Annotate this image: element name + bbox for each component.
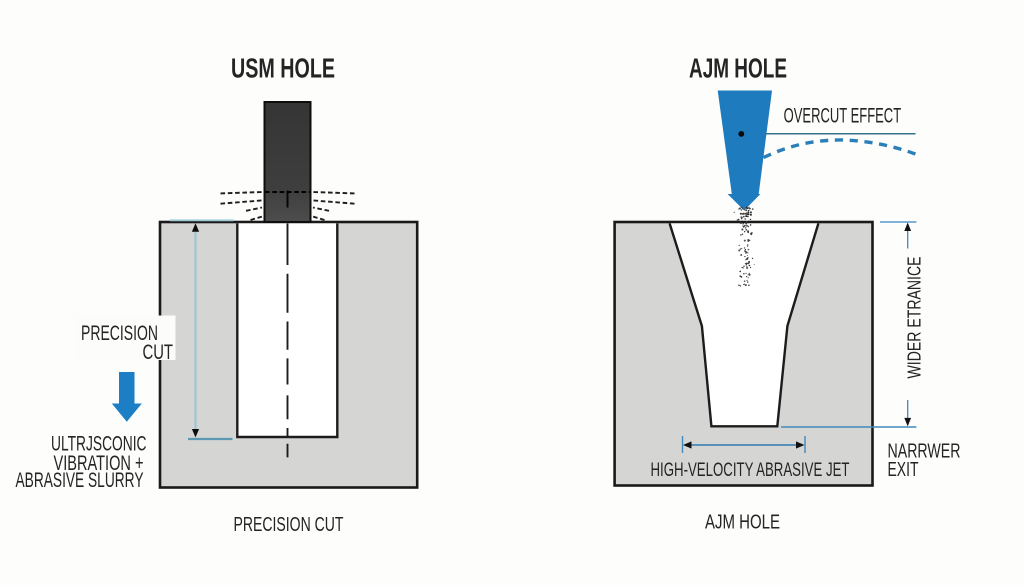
svg-text:EXIT: EXIT [888,458,919,481]
svg-text:PRECISION CUT: PRECISION CUT [234,513,344,536]
svg-text:ULTRJSCONIC: ULTRJSCONIC [51,433,147,456]
svg-text:PRECISION: PRECISION [81,322,158,345]
svg-text:AJM HOLE: AJM HOLE [705,512,780,534]
svg-text:NARRWER: NARRWER [888,440,961,463]
svg-text:USM HOLE: USM HOLE [231,53,335,84]
svg-text:HIGH-VELOCITY ABRASIVE JET: HIGH-VELOCITY ABRASIVE JET [651,460,850,481]
svg-text:WIDER ETRANICE: WIDER ETRANICE [904,257,925,379]
svg-text:AJM HOLE: AJM HOLE [689,53,787,84]
svg-text:OVERCUT EFFECT: OVERCUT EFFECT [784,105,902,128]
svg-text:VIBRATION +: VIBRATION + [54,452,144,475]
svg-text:ABRASIVE SLURRY: ABRASIVE SLURRY [16,469,144,492]
svg-text:CUT: CUT [143,341,174,364]
